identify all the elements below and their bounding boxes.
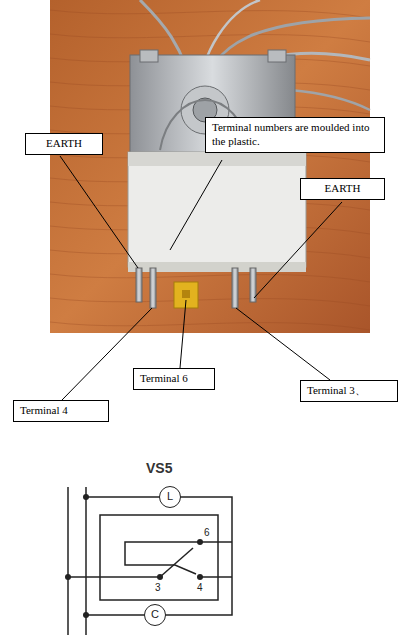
- compressor-symbol: C: [144, 604, 166, 626]
- grain-line: [50, 274, 370, 282]
- node-text: C: [145, 605, 165, 624]
- wire-from-4: [200, 576, 232, 578]
- schematic-wiring: [68, 487, 232, 635]
- junction-dot: [83, 494, 89, 500]
- grain-line: [50, 34, 370, 42]
- terminal-3-tab: [232, 268, 238, 308]
- terminal-4-tab: [150, 268, 156, 308]
- node-text: Terminal 4: [20, 404, 102, 418]
- leader-line: [170, 160, 222, 250]
- wood-grain: [50, 10, 370, 330]
- node-text: EARTH: [32, 137, 96, 151]
- callout-box: Terminal 4: [13, 400, 109, 422]
- leader-line: [236, 308, 330, 380]
- leader-line: [180, 300, 186, 368]
- plastic-body: [128, 152, 306, 267]
- contact-dot: [197, 539, 203, 545]
- contact-dot: [157, 574, 163, 580]
- node-text: EARTH: [307, 182, 378, 196]
- node-text: Terminal 3、: [307, 384, 391, 398]
- node-text: L: [160, 487, 180, 506]
- wire-from-6: [200, 541, 232, 543]
- junction-dots: [65, 494, 203, 618]
- terminal-6-screw: [182, 290, 190, 298]
- node-text: Terminal 6: [140, 372, 208, 386]
- wire-to-3: [68, 576, 160, 578]
- callout-box: EARTH: [300, 178, 385, 200]
- diagram-title: VS5: [145, 460, 173, 476]
- lamp-compressor-loop: [86, 497, 232, 615]
- callout-box: Terminal numbers are moulded into the pl…: [205, 117, 385, 153]
- junction-dot: [65, 574, 71, 580]
- grain-line: [50, 10, 370, 18]
- body-shadow: [128, 152, 306, 166]
- junction-dot: [83, 612, 89, 618]
- callout-box: Terminal 6: [133, 368, 215, 390]
- callout-box: Terminal 3、: [300, 380, 398, 402]
- wood-ground: [50, 0, 370, 333]
- leader-line: [254, 202, 342, 298]
- thermostat-photo: [50, 0, 370, 333]
- switch-link: [125, 542, 200, 574]
- terminal-number: 6: [203, 527, 211, 539]
- bracket-tab: [140, 50, 158, 62]
- grain-line: [50, 298, 370, 306]
- contact-dot: [197, 574, 203, 580]
- terminal-number: 4: [196, 582, 204, 594]
- node-text: Terminal numbers are moulded into the pl…: [212, 121, 378, 149]
- callout-box: EARTH: [25, 133, 103, 155]
- earth-tab: [136, 268, 142, 302]
- grain-line: [50, 322, 370, 330]
- lamp-symbol: L: [159, 486, 181, 508]
- supply-rail: [67, 487, 69, 635]
- bracket-tab: [268, 50, 286, 62]
- switch-blade: [160, 548, 193, 577]
- terminal-number: 3: [154, 582, 162, 594]
- thermostat-outline: [100, 515, 218, 600]
- leader-line: [60, 156, 138, 268]
